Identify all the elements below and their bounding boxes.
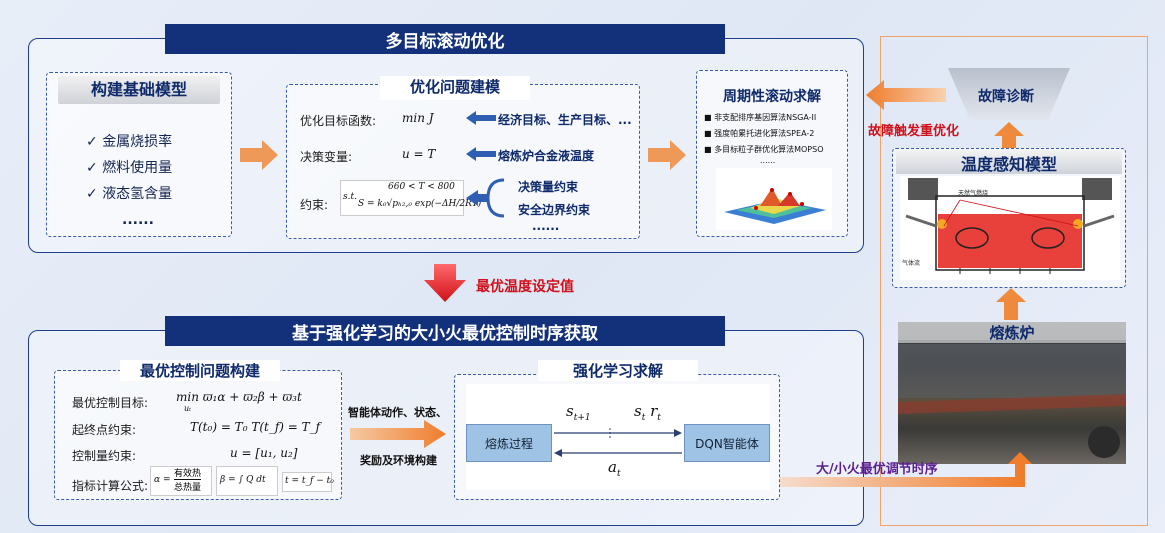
timing-label: 大/小火最优调节时序 [816,462,938,477]
problem-row1-label: 最优控制目标: [72,396,149,410]
furnace-title: 熔炼炉 [898,322,1126,343]
opt-row1-label: 优化目标函数: [300,114,377,128]
furnace-diagram [900,176,1120,280]
rl-title: 强化学习求解 [538,360,698,381]
retrigger-label: 故障触发重优化 [868,124,960,139]
periodic-title: 周期性滚动求解 [723,89,821,105]
top-banner: 多目标滚动优化 [165,24,725,54]
periodic-more: ...... [760,156,776,165]
formula-beta-box [216,466,278,496]
constraint-note-2: 安全边界约束 [518,203,591,217]
retrigger-arrow [866,80,946,110]
smelting-process-box: 熔炼过程 [466,424,552,462]
constraint-note-1: 决策量约束 [518,180,579,194]
opt-row1-math: min J [402,111,434,125]
formula-alpha-den: 总热量 [174,483,202,493]
opt-row2-note: 熔炼炉合金液温度 [498,149,595,163]
furnace-inner-label: 天然气燃烧 [958,190,989,197]
constraint-brace [466,178,505,218]
periodic-item-1: ■ 非支配排序基因算法NSGA-II [704,113,817,122]
problem-row2-math: T(t₀) = T₀ T(t_f) = T_f [190,420,321,434]
opt-row2-arrow [466,147,496,161]
problem-row1-sub: uₜ [184,404,192,413]
rl-action: at [608,458,621,479]
formula-t-box [282,472,332,492]
opt-row1-note: 经济目标、生产目标、... [498,113,632,127]
constraint-bot: S = k₀√pₕ₂,₀ exp(−ΔH/2RT) [358,199,482,209]
dqn-agent-box: DQN智能体 [684,424,770,462]
formula-alpha-num: 有效热 [174,466,202,480]
problem-row4-label: 指标计算公式: [72,479,149,493]
problem-row3-math: u = [u₁, u₂] [230,446,298,460]
base-item-2: ✓ 燃料使用量 [86,160,173,176]
constraint-st: s.t. [343,192,357,202]
arrow-opt-to-periodic [648,140,686,170]
furnace-side-label: 气体流 [902,260,921,267]
base-item-1: ✓ 金属烧损率 [86,134,173,150]
temp-model-title-bar [896,150,1122,174]
opt-row1-arrow [466,111,496,125]
base-item-3: ✓ 液态氢含量 [86,186,173,202]
problem-row1-math: min ϖ₁α + ϖ₂β + ϖ₃t [176,390,302,404]
surface-plot-image [716,168,832,230]
opt-model-title: 优化问题建模 [380,76,530,100]
top-title: 多目标滚动优化 [385,31,505,52]
fault-diagnosis-shape [948,68,1070,120]
formula-beta: β = ∫ Q dt [220,475,266,485]
problem-row3-label: 控制量约束: [72,449,137,463]
opt-row2-math: u = T [402,147,436,161]
optimal-temp-arrow [424,264,466,302]
arrow-furnace-to-temp [996,288,1026,320]
optimal-temp-label: 最优温度设定值 [476,279,574,295]
arrow-temp-to-fault [994,122,1024,148]
periodic-item-3: ■ 多目标粒子群优化算法MOPSO [704,145,824,154]
furnace-photo-detail [898,322,1126,458]
temp-model-title: 温度感知模型 [960,155,1057,174]
bottom-banner: 基于强化学习的大小火最优控制时序获取 [165,316,725,346]
bottom-title: 基于强化学习的大小火最优控制时序获取 [292,323,598,344]
rl-s-r: st rt [634,402,661,423]
base-model-title: 构建基础模型 [58,76,220,104]
formula-alpha-box [150,466,212,496]
base-more: ...... [122,212,154,228]
problem-title: 最优控制问题构建 [120,360,280,381]
constraint-top: 660 < T < 800 [388,182,455,192]
env-build-label-1: 智能体动作、状态、 [348,406,447,419]
formula-alpha: α = [154,475,171,485]
right-panel [880,36,1148,526]
env-build-label-2: 奖励及环境构建 [360,454,437,467]
periodic-item-2: ■ 强度帕累托进化算法SPEA-2 [704,129,815,138]
opt-row2-label: 决策变量: [300,150,353,164]
formula-t: t = t_f − t₀ [285,476,334,486]
fault-diagnosis-label: 故障诊断 [978,89,1034,105]
timing-arrow [780,452,1032,487]
rl-arrows [554,428,682,457]
arrow-problem-to-rl [350,420,446,448]
opt-row3-label: 约束: [300,198,329,212]
rl-s-next: st+1 [566,402,591,423]
constraint-more: ...... [532,219,560,233]
constraint-box [340,180,464,216]
arrow-base-to-opt [240,140,278,170]
problem-row2-label: 起终点约束: [72,423,137,437]
